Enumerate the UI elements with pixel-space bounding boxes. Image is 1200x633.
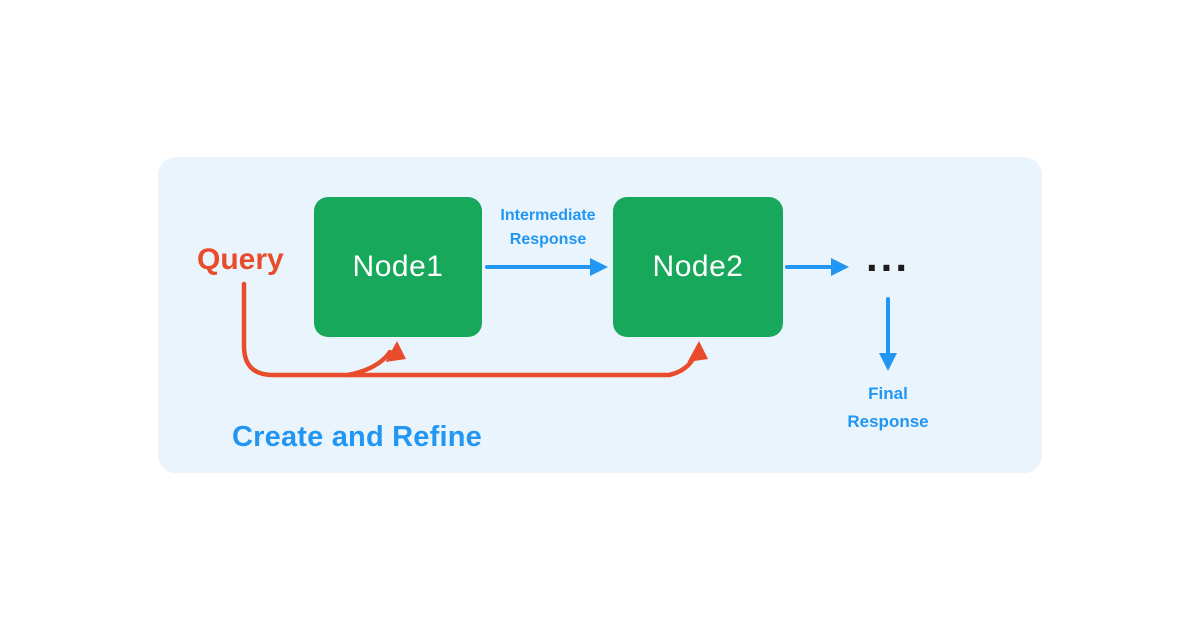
ellipsis-label: ... xyxy=(865,233,910,280)
node2-label: Node2 xyxy=(652,250,744,283)
node1-box: Node1 xyxy=(314,197,482,337)
query-label: Query xyxy=(197,243,284,276)
node1-label: Node1 xyxy=(352,250,444,283)
node2-box: Node2 xyxy=(613,197,783,337)
intermediate-response-label: Intermediate Response xyxy=(500,207,596,248)
diagram-title: Create and Refine xyxy=(232,421,482,453)
final-response-label: Final Response xyxy=(847,384,929,431)
